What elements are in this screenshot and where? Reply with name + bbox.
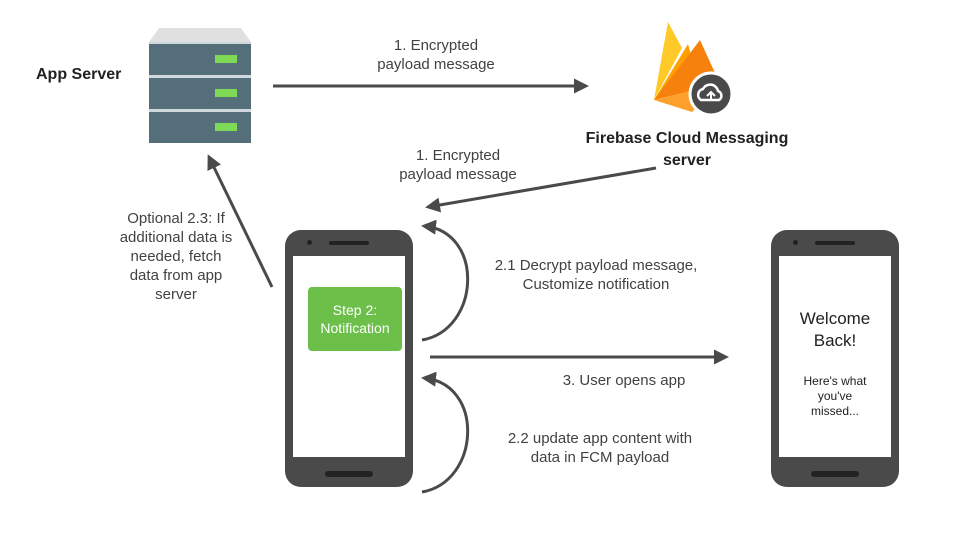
fcm-label-line1: Firebase Cloud Messaging [585, 130, 789, 147]
camera-dot [307, 240, 312, 245]
label-line: server [155, 286, 197, 303]
welcome-title: Welcome Back! [799, 309, 871, 350]
speaker-grille [815, 241, 855, 245]
phone-bottom-bar [325, 471, 373, 477]
label-line: Customize notification [522, 276, 670, 293]
user-opens-label: 3. User opens app [562, 372, 686, 389]
phone-notification: Step 2: Notification [285, 230, 413, 487]
update-label: 2.2 update app content with data in FCM … [480, 429, 720, 467]
notification-card[interactable]: Step 2: Notification [308, 287, 402, 351]
fcm-to-device-label: 1. Encrypted payload message [378, 146, 538, 184]
camera-dot [793, 240, 798, 245]
fcm-server-label: Firebase Cloud Messaging server [576, 128, 798, 172]
server-to-fcm-label: 1. Encrypted payload message [356, 36, 516, 74]
phone-screen: Step 2: Notification [293, 256, 405, 457]
arrow-fcm-to-device [425, 166, 657, 213]
fcm-label-line2: server [662, 152, 712, 169]
label-line: Optional 2.3: If [127, 210, 225, 227]
label-line: needed, fetch [130, 248, 222, 265]
welcome-subtitle: Here's what you've missed... [803, 374, 867, 418]
phone-bottom-bar [811, 471, 859, 477]
phone-screen: Welcome Back! Here's what you've missed.… [779, 256, 891, 457]
firebase-icon [654, 22, 734, 117]
arrow-decrypt-loop [421, 219, 470, 342]
label-line: data from app [129, 267, 223, 284]
arrow-device-to-server [207, 154, 274, 288]
decrypt-label: 2.1 Decrypt payload message, Customize n… [476, 256, 716, 294]
label-line: 2.1 Decrypt payload message, [494, 257, 698, 274]
speaker-grille [329, 241, 369, 245]
label-line: 1. Encrypted [393, 37, 479, 54]
phone-app: Welcome Back! Here's what you've missed.… [771, 230, 899, 487]
label-line: 1. Encrypted [415, 147, 501, 164]
label-line: data in FCM payload [530, 449, 670, 466]
arrow-update-loop [421, 371, 470, 494]
label-line: 2.2 update app content with [507, 430, 693, 447]
label-line: additional data is [119, 229, 233, 246]
optional-fetch-label: Optional 2.3: If additional data is need… [96, 209, 256, 304]
server-icon [149, 28, 251, 143]
label-line: payload message [377, 56, 495, 73]
label-line: payload message [399, 166, 517, 183]
app-server-label: App Server [36, 66, 122, 83]
